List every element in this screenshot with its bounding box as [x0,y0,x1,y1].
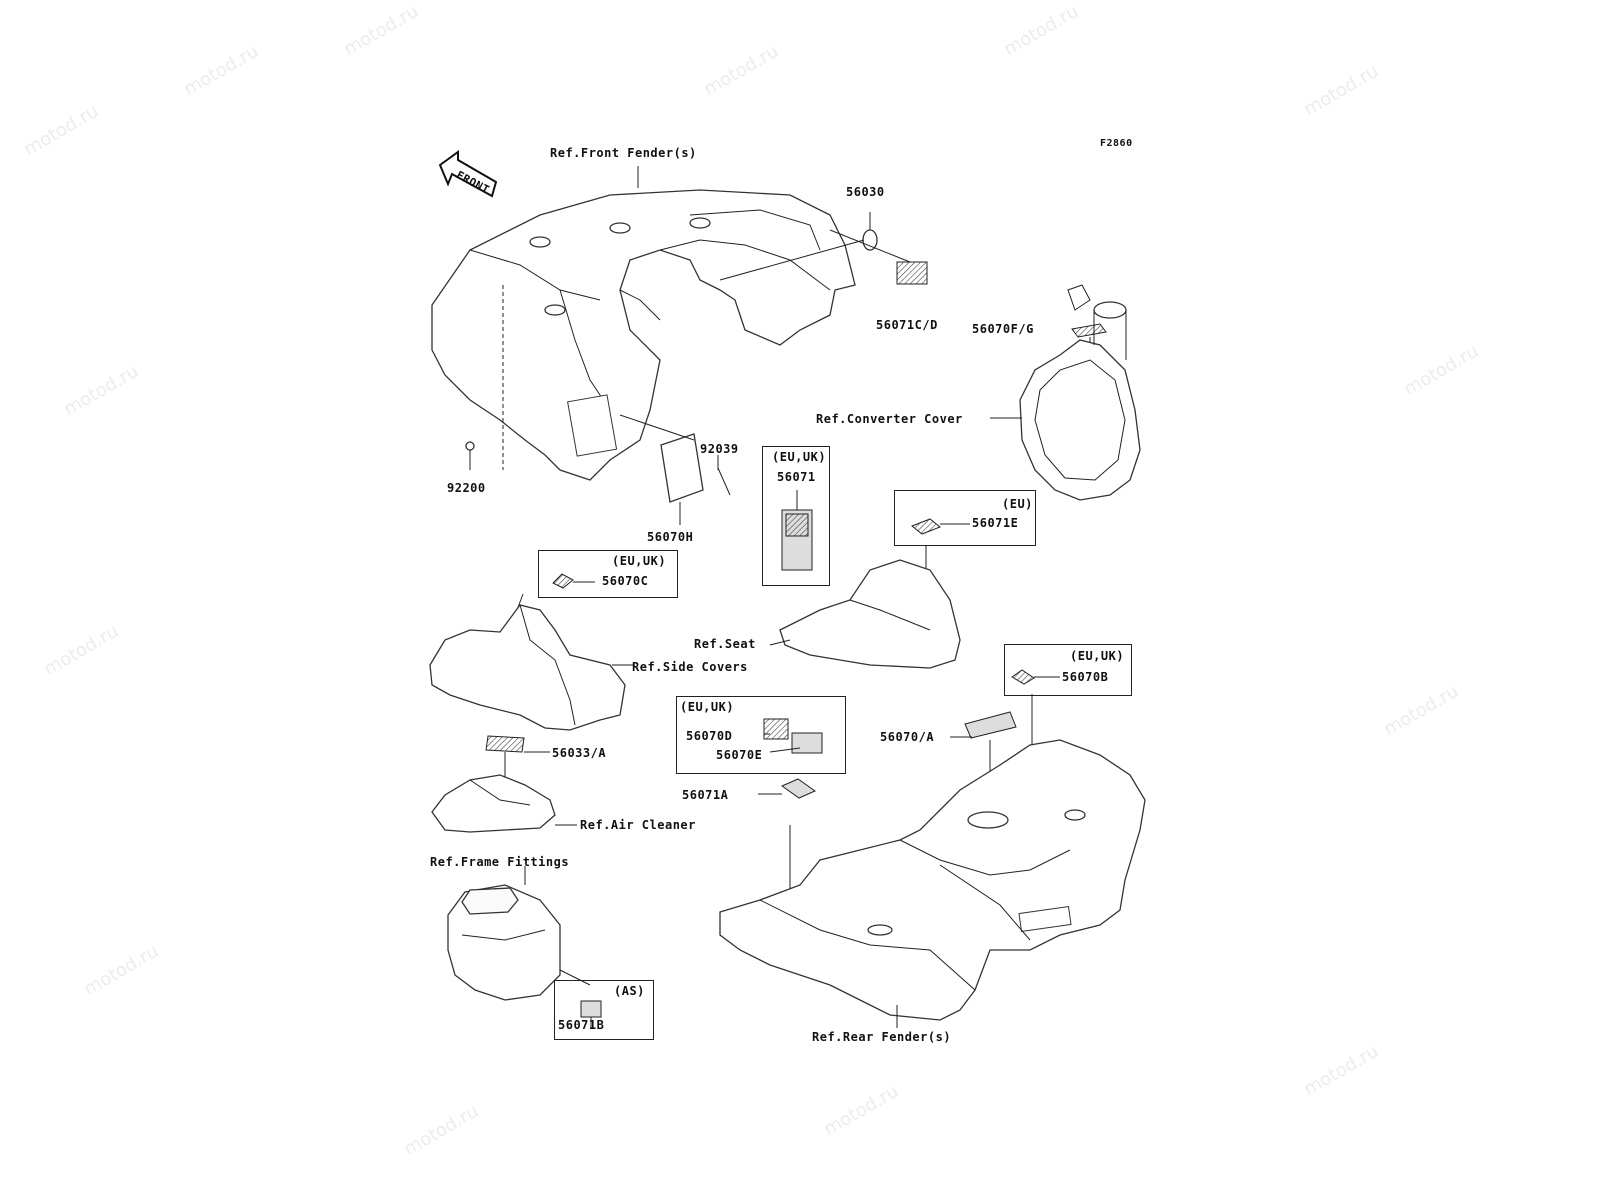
eu-56071e-box [894,490,1036,546]
region-eu-uk: (EU,UK) [612,554,667,568]
region-as: (AS) [614,984,645,998]
part-56070h: 56070H [647,530,694,544]
plate-56070h [660,433,704,503]
region-eu-uk: (EU,UK) [772,450,827,464]
region-eu-uk: (EU,UK) [680,700,735,714]
ref-front-fender: Ref.Front Fender(s) [550,146,697,160]
part-56070e: 56070E [716,748,763,762]
part-56070b: 56070B [1062,670,1109,684]
part-56070a: 56070/A [880,730,935,744]
region-eu-uk: (EU,UK) [1070,649,1125,663]
ref-air-cleaner: Ref.Air Cleaner [580,818,696,832]
part-56071cd: 56071C/D [876,318,938,332]
grommet-56030 [862,229,878,251]
ref-rear-fender: Ref.Rear Fender(s) [812,1030,952,1044]
part-56071b: 56071B [558,1018,605,1032]
part-56071e: 56071E [972,516,1019,530]
frame-fittings-drawing [447,884,561,1001]
part-92200: 92200 [447,481,486,495]
label-56071cd [896,261,928,285]
converter-cover-drawing [1019,284,1141,501]
label-56071a [780,778,817,799]
figure-code: F2860 [1100,138,1133,149]
label-56070c [552,573,574,589]
part-56030: 56030 [846,185,885,199]
side-covers-drawing [429,604,626,731]
as-56071b-box [554,980,654,1040]
ref-converter-cover: Ref.Converter Cover [816,412,963,426]
eu-uk-56070b-box [1004,644,1132,696]
label-56033a [485,735,525,753]
label-56071e [911,518,941,535]
part-56033a: 56033/A [552,746,607,760]
part-56071: 56071 [777,470,816,484]
front-arrow-icon [438,150,498,198]
eu-uk-56070c-box [538,550,678,598]
seat-drawing [779,559,961,669]
region-eu: (EU) [1002,497,1033,511]
label-56070b [1011,669,1035,685]
front-fender-drawing [431,189,856,481]
rear-fender-drawing [719,739,1146,1021]
eu-uk-56070de-box [676,696,846,774]
eu-uk-56071-box [762,446,830,586]
rivet-92039 [717,467,731,496]
ref-frame-fittings: Ref.Frame Fittings [430,855,570,869]
part-92039: 92039 [700,442,739,456]
clip-92200 [465,441,475,451]
ref-side-covers: Ref.Side Covers [632,660,748,674]
part-56070d: 56070D [686,729,733,743]
ref-seat: Ref.Seat [694,637,756,651]
label-56070a [964,711,1017,739]
part-56070fg: 56070F/G [972,322,1034,336]
part-56070c: 56070C [602,574,649,588]
part-56071a: 56071A [682,788,729,802]
label-56070fg [1071,323,1107,338]
air-cleaner-drawing [431,774,556,833]
